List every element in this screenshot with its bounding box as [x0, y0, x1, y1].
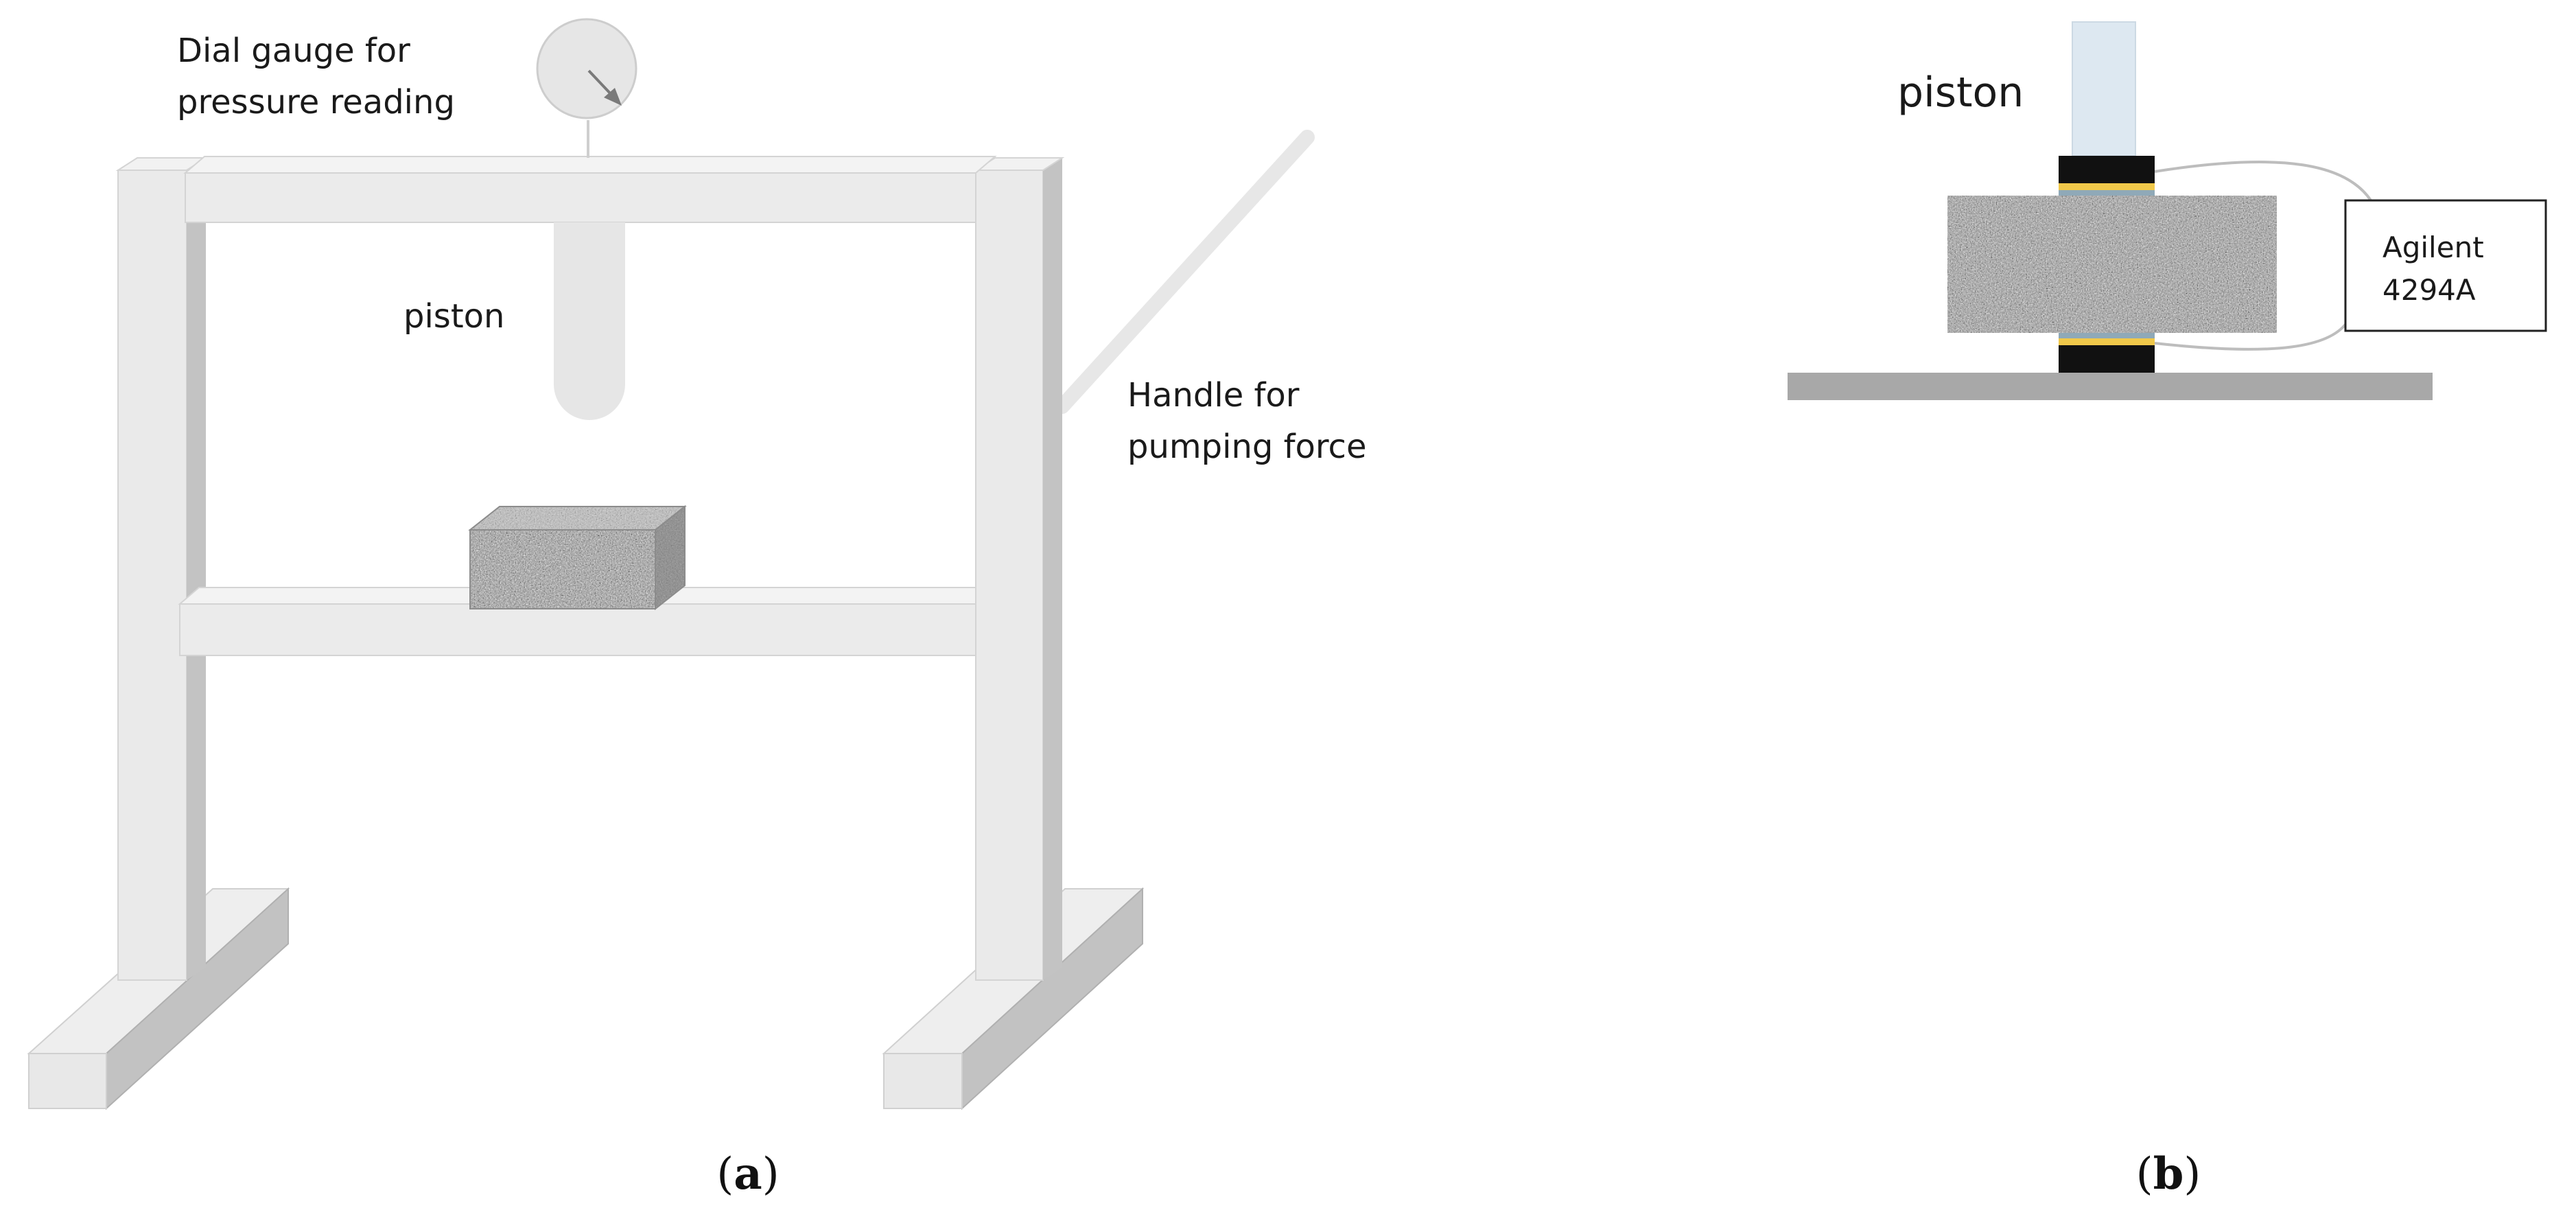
- agilent-analyzer-box: [2344, 199, 2547, 332]
- caption-b: (b): [2136, 1148, 2201, 1200]
- piston-label-b: piston: [1897, 69, 2024, 117]
- right-post: [973, 157, 1065, 981]
- top-crossbar: [183, 156, 997, 223]
- bottom-electrode: [2059, 333, 2155, 373]
- handle-label-line2: pumping force: [1127, 428, 1366, 466]
- top-electrode: [2059, 156, 2155, 196]
- dial-gauge: [536, 18, 637, 158]
- sample-block-b: [1947, 196, 2277, 333]
- panel-a-press: Dial gauge for pressure reading piston H…: [27, 18, 1366, 1200]
- panel-b-measurement: Agilent 4294A piston (b): [1788, 21, 2547, 1200]
- instrument-label-line2: 4294A: [2382, 273, 2476, 307]
- instrument-label-line1: Agilent: [2382, 231, 2484, 264]
- sample-block-a: [468, 504, 687, 611]
- handle-label-line1: Handle for: [1127, 376, 1300, 415]
- caption-a: (a): [716, 1148, 779, 1200]
- piston-a: [554, 222, 625, 420]
- piston-b: [2072, 21, 2136, 156]
- wire-bottom: [2154, 321, 2348, 351]
- dial-gauge-label-line2: pressure reading: [177, 83, 455, 121]
- wire-top: [2154, 160, 2372, 202]
- piston-label-a: piston: [403, 297, 504, 336]
- base-plate: [1788, 373, 2433, 400]
- pump-handle: [1055, 130, 1315, 414]
- left-post: [115, 157, 209, 981]
- dial-gauge-label-line1: Dial gauge for: [177, 32, 410, 70]
